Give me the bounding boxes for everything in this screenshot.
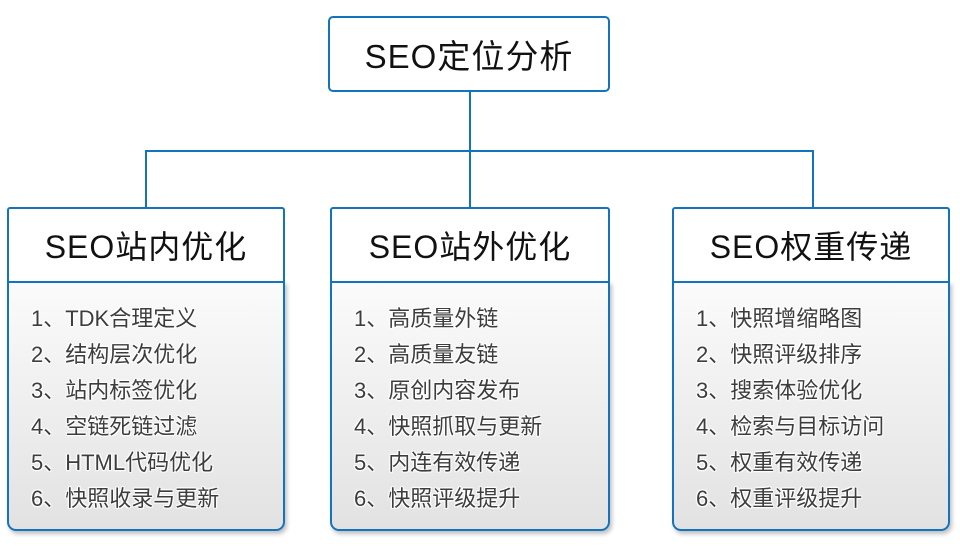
list-item: 6、权重评级提升 — [696, 486, 863, 511]
list-item: 1、TDK合理定义 — [31, 306, 198, 331]
column-weight-header: SEO权重传递 — [672, 207, 950, 283]
list-item: 4、空链死链过滤 — [31, 414, 198, 439]
column-onsite-header: SEO站内优化 — [7, 207, 285, 283]
list-item: 2、快照评级排序 — [696, 342, 863, 367]
root-node-seo-positioning-analysis: SEO定位分析 — [328, 16, 610, 92]
list-item: 1、快照增缩略图 — [696, 306, 863, 331]
list-item: 5、HTML代码优化 — [31, 450, 214, 475]
list-item: 1、高质量外链 — [354, 306, 499, 331]
list-item: 6、快照评级提升 — [354, 486, 521, 511]
list-item: 2、结构层次优化 — [31, 342, 198, 367]
connector-center-vertical — [469, 150, 471, 207]
list-item: 5、权重有效传递 — [696, 450, 863, 475]
column-offsite-title: SEO站外优化 — [368, 229, 572, 265]
list-item: 6、快照收录与更新 — [31, 486, 220, 511]
list-item: 2、高质量友链 — [354, 342, 499, 367]
list-item: 3、站内标签优化 — [31, 378, 198, 403]
column-onsite-list: 1、TDK合理定义 2、结构层次优化 3、站内标签优化 4、空链死链过滤 5、H… — [7, 281, 285, 531]
connector-horizontal — [145, 150, 814, 152]
column-weight-list: 1、快照增缩略图 2、快照评级排序 3、搜索体验优化 4、检索与目标访问 5、权… — [672, 281, 950, 531]
column-offsite-list: 1、高质量外链 2、高质量友链 3、原创内容发布 4、快照抓取与更新 5、内连有… — [330, 281, 610, 531]
list-item: 4、快照抓取与更新 — [354, 414, 543, 439]
list-item: 3、搜索体验优化 — [696, 378, 863, 403]
column-offsite-header: SEO站外优化 — [330, 207, 610, 283]
connector-right-vertical — [812, 150, 814, 207]
column-onsite-optimization: SEO站内优化 1、TDK合理定义 2、结构层次优化 3、站内标签优化 4、空链… — [7, 207, 285, 531]
connector-left-vertical — [145, 150, 147, 207]
column-offsite-optimization: SEO站外优化 1、高质量外链 2、高质量友链 3、原创内容发布 4、快照抓取与… — [330, 207, 610, 531]
list-item: 5、内连有效传递 — [354, 450, 521, 475]
connector-root-vertical — [469, 92, 471, 152]
column-weight-transfer: SEO权重传递 1、快照增缩略图 2、快照评级排序 3、搜索体验优化 4、检索与… — [672, 207, 950, 531]
column-weight-title: SEO权重传递 — [709, 229, 913, 265]
column-onsite-title: SEO站内优化 — [44, 229, 248, 265]
list-item: 3、原创内容发布 — [354, 378, 521, 403]
list-item: 4、检索与目标访问 — [696, 414, 885, 439]
root-node-title: SEO定位分析 — [364, 38, 574, 75]
